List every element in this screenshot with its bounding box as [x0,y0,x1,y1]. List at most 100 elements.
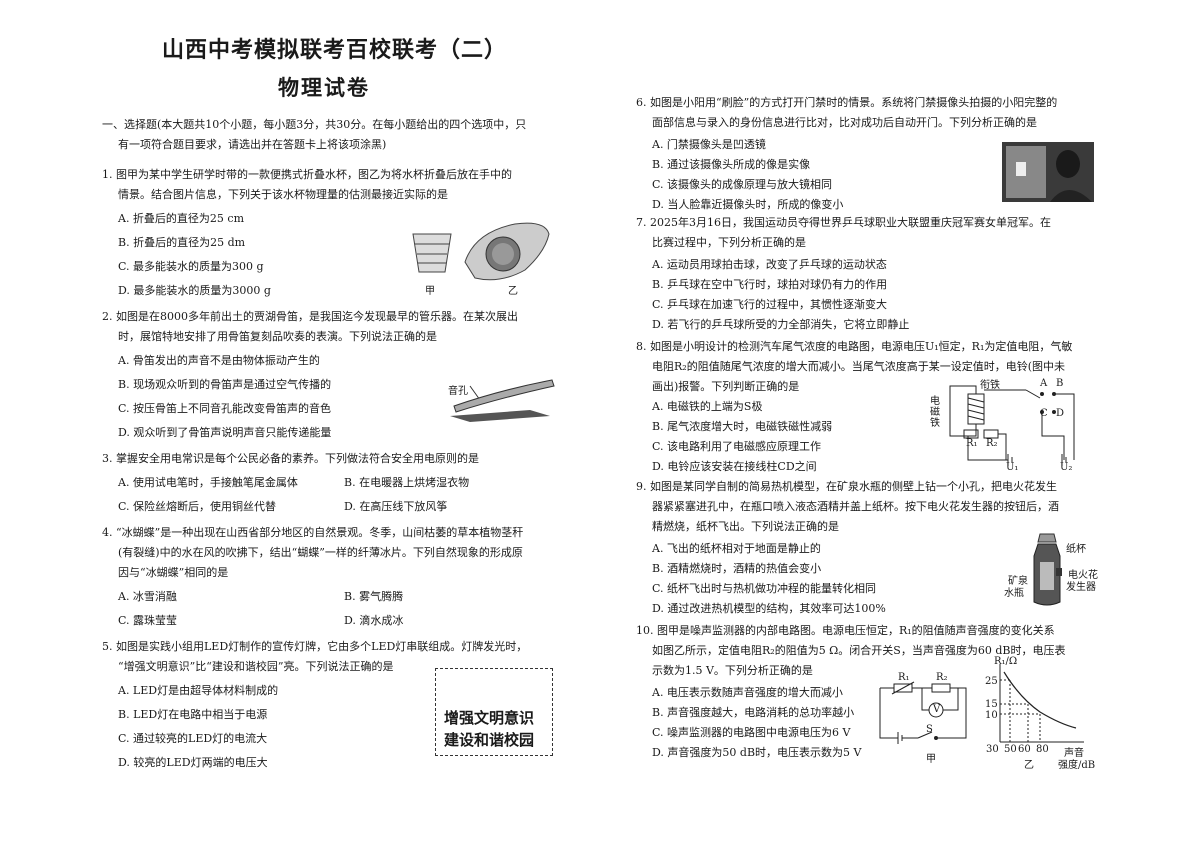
q2-option-b: B. 现场观众听到的骨笛声是通过空气传播的 [118,378,332,391]
q10-circuit-label-jia: 甲 [926,754,936,765]
q8-circuit-diagram [944,380,1084,472]
q9-label-cup: 纸杯 [1066,544,1086,555]
q7-option-a: A. 运动员用球拍击球，改变了乒乓球的运动状态 [652,258,887,271]
q6-option-d: D. 当人脸靠近摄像头时，所成的像变小 [652,198,844,211]
q10-graph-ytick-25: 25 [985,676,998,687]
q1-stem-line2: 情景。结合图片信息，下列关于该水杯物理量的估测最接近实际的是 [118,188,448,201]
q7-option-d: D. 若飞行的乒乓球所受的力全部消失，它将立即静止 [652,318,910,331]
q1-option-c: C. 最多能装水的质量为300 g [118,260,264,273]
q8-label-u2: U₂ [1060,462,1073,473]
exam-subtitle: 物理试卷 [278,76,370,100]
q10-graph-label-yi: 乙 [1024,760,1034,771]
q10-option-c: C. 噪声监测器的电路图中电源电压为6 V [652,726,851,739]
q1-figure-cup [405,212,555,292]
q10-graph-yi [980,658,1090,758]
q5-option-d: D. 较亮的LED灯两端的电压大 [118,756,268,769]
q7-stem-line2: 比赛过程中，下列分析正确的是 [652,236,806,249]
q5-option-a: A. LED灯是由超导体材料制成的 [118,684,279,697]
q10-graph-ylabel: R₁/Ω [994,656,1018,667]
q8-option-a: A. 电磁铁的上端为S极 [652,400,763,413]
q1-option-d: D. 最多能装水的质量为3000 g [118,284,271,297]
q4-stem-line2: (有裂缝)中的水在风的吹拂下，结出“蝴蝶”一样的纤薄冰片。下列自然现象的形成原 [118,546,523,559]
q1-fig-label-yi: 乙 [508,286,518,297]
q2-stem-line1: 2. 如图是在8000多年前出土的贾湖骨笛，是我国迄今发现最早的管乐器。在某次展… [102,310,518,323]
q10-graph-xlabel2: 强度/dB [1058,760,1096,771]
q8-label-r1: R₁ [966,438,978,449]
q7-option-c: C. 乒乓球在加速飞行的过程中，其惯性逐渐变大 [652,298,888,311]
q10-circuit-label-switch: S [926,724,933,735]
q10-option-b: B. 声音强度越大，电路消耗的总功率越小 [652,706,855,719]
q2-option-d: D. 观众听到了骨笛声说明声音只能传递能量 [118,426,332,439]
q8-label-d: D [1056,408,1065,419]
q6-option-b: B. 通过该摄像头所成的像是实像 [652,158,811,171]
q5-option-b: B. LED灯在电路中相当于电源 [118,708,268,721]
q10-graph-xtick-30: 30 [986,744,999,755]
q6-face-recognition-photo [1002,142,1094,202]
q10-circuit-label-r2: R₂ [936,672,948,683]
q1-fig-label-jia: 甲 [425,286,435,297]
q8-label-b: B [1056,378,1064,389]
q9-option-c: C. 纸杯飞出时与热机做功冲程的能量转化相同 [652,582,877,595]
exam-title: 山西中考模拟联考百校联考（二） [162,38,508,63]
q8-label-armature: 衔铁 [980,380,1000,391]
q10-stem-line1: 10. 图甲是噪声监测器的内部电路图。电源电压恒定，R₁的阻值随声音强度的变化关… [636,624,1055,637]
q3-option-d: D. 在高压线下放风筝 [344,500,448,513]
q2-stem-line2: 时，展馆特地安排了用骨笛复刻品吹奏的表演。下列说法正确的是 [118,330,437,343]
q7-option-b: B. 乒乓球在空中飞行时，球拍对球仍有力的作用 [652,278,888,291]
q4-option-d: D. 滴水成冰 [344,614,404,627]
q8-option-c: C. 该电路利用了电磁感应原理工作 [652,440,822,453]
q8-stem-line3: 画出)报警。下列判断正确的是 [652,380,800,393]
q8-label-u1: U₁ [1006,462,1019,473]
q5-option-c: C. 通过较亮的LED灯的电流大 [118,732,268,745]
q2-option-c: C. 按压骨笛上不同音孔能改变骨笛声的音色 [118,402,332,415]
q10-graph-xlabel1: 声音 [1064,748,1084,759]
q3-stem: 3. 掌握安全用电常识是每个公民必备的素养。下列做法符合安全用电原则的是 [102,452,479,465]
section-heading-line2: 有一项符合题目要求，请选出并在答题卡上将该项涂黑) [118,138,387,151]
q8-stem-line2: 电阻R₂的阻值随尾气浓度的增大而减小。当尾气浓度高于某一设定值时，电铃(图中未 [652,360,1065,373]
q8-label-a: A [1040,378,1048,389]
q7-stem-line1: 7. 2025年3月16日，我国运动员夺得世界乒乓球职业大联盟重庆冠军赛女单冠军… [636,216,1051,229]
q9-stem-line3: 精燃烧，纸杯飞出。下列说法正确的是 [652,520,839,533]
q10-graph-ytick-15: 15 [985,699,998,710]
q10-circuit-label-voltmeter: V [933,704,941,715]
q8-option-b: B. 尾气浓度增大时，电磁铁磁性减弱 [652,420,833,433]
q9-option-a: A. 飞出的纸杯相对于地面是静止的 [652,542,821,555]
q2-fig-label-hole: 音孔 [448,386,468,397]
q10-graph-xtick-60: 60 [1018,744,1031,755]
q5-stem-line1: 5. 如图是实践小组用LED灯制作的宣传灯牌，它由多个LED灯串联组成。灯牌发光… [102,640,528,653]
q10-option-a: A. 电压表示数随声音强度的增大而减小 [652,686,843,699]
q1-option-a: A. 折叠后的直径为25 cm [118,212,245,225]
q8-option-d: D. 电铃应该安装在接线柱CD之间 [652,460,817,473]
q5-banner-line1: 增强文明意识 [444,709,535,727]
q1-option-b: B. 折叠后的直径为25 dm [118,236,246,249]
q1-stem-line1: 1. 图甲为某中学生研学时带的一款便携式折叠水杯，图乙为将水杯折叠后放在手中的 [102,168,512,181]
q4-option-a: A. 冰雪消融 [118,590,177,603]
q5-led-banner: 增强文明意识 建设和谐校园 [435,668,553,756]
q3-option-b: B. 在电暖器上烘烤湿衣物 [344,476,470,489]
q9-label-spark2: 发生器 [1066,582,1096,593]
q9-label-bottle2: 水瓶 [1004,588,1024,599]
q4-stem-line1: 4. “冰蝴蝶”是一种出现在山西省部分地区的自然景观。冬季，山间枯萎的草本植物茎… [102,526,524,539]
q10-graph-xtick-50: 50 [1004,744,1017,755]
q4-stem-line3: 因与“冰蝴蝶”相同的是 [118,566,229,579]
q8-stem-line1: 8. 如图是小明设计的检测汽车尾气浓度的电路图，电源电压U₁恒定，R₁为定值电阻… [636,340,1073,353]
q2-option-a: A. 骨笛发出的声音不是由物体振动产生的 [118,354,320,367]
q8-label-c: C [1040,408,1048,419]
q6-stem-line2: 面部信息与录入的身份信息进行比对，比对成功后自动开门。下列分析正确的是 [652,116,1037,129]
q9-stem-line2: 器紧紧塞进孔中，在瓶口喷入液态酒精并盖上纸杯。按下电火花发生器的按钮后，酒 [652,500,1059,513]
q3-option-c: C. 保险丝熔断后，使用铜丝代替 [118,500,277,513]
q10-stem-line3: 示数为1.5 V。下列分析正确的是 [652,664,813,677]
q10-option-d: D. 声音强度为50 dB时，电压表示数为5 V [652,746,862,759]
q10-circuit-label-r1: R₁ [898,672,910,683]
q10-graph-xtick-80: 80 [1036,744,1049,755]
q9-option-b: B. 酒精燃烧时，酒精的热值会变小 [652,562,822,575]
q9-option-d: D. 通过改进热机模型的结构，其效率可达100% [652,602,886,615]
q5-banner-line2: 建设和谐校园 [444,731,535,749]
q4-option-c: C. 露珠莹莹 [118,614,178,627]
q2-figure-bone-flute [440,376,560,424]
q10-stem-line2: 如图乙所示，定值电阻R₂的阻值为5 Ω。闭合开关S，当声音强度为60 dB时，电… [652,644,1066,657]
q9-stem-line1: 9. 如图是某同学自制的简易热机模型，在矿泉水瓶的侧壁上钻一个小孔，把电火花发生 [636,480,1057,493]
q6-stem-line1: 6. 如图是小阳用“刷脸”的方式打开门禁时的情景。系统将门禁摄像头拍摄的小阳完整… [636,96,1058,109]
q8-label-electromagnet: 电磁铁 [930,396,940,429]
